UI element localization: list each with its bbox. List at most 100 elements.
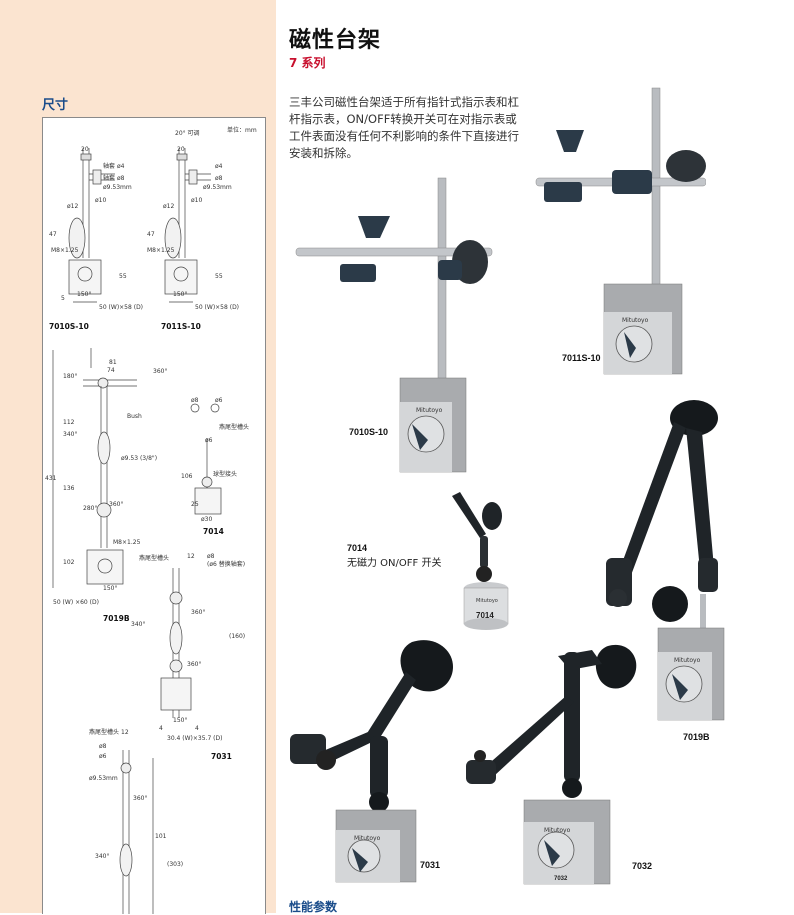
angle-360-e: 360° — [133, 795, 147, 802]
angle-150-a: 150° — [77, 291, 91, 298]
label-7014: 7014 — [347, 543, 368, 553]
badge-7032: 7032 — [554, 876, 568, 882]
ball-joint-label: 球型接头 — [213, 470, 237, 478]
photo-7010s: Mitutoyo — [295, 177, 493, 473]
m8-label-b: M8×1.25 — [147, 247, 175, 254]
dovetail-label-c: 燕尾型槽头 — [89, 728, 119, 736]
brand-label-7010s: Mitutoyo — [416, 407, 443, 414]
dia953-label-g: ø9.53mm — [89, 775, 118, 782]
base-size-d: 30.4 (W)×35.7 (D) — [167, 735, 222, 742]
angle-360-a: 360° — [153, 368, 167, 375]
label-7011s: 7011S-10 — [562, 353, 601, 363]
note-7014: 无磁力 ON/OFF 开关 — [347, 558, 442, 569]
dia8-label-f: ø8 — [207, 553, 215, 560]
drawing-7010s — [68, 148, 115, 303]
drawing-7032 — [119, 750, 154, 914]
model-7010s: 7010S-10 — [49, 322, 89, 331]
dim-55-a: 55 — [119, 273, 127, 280]
drawing-7014 — [190, 403, 222, 515]
angle-150-b: 150° — [173, 291, 187, 298]
drawing-7031 — [160, 568, 192, 718]
dia12-label-a: ø12 — [67, 203, 78, 210]
dim-4-a: 4 — [159, 725, 163, 732]
angle-340-c: 340° — [95, 853, 109, 860]
m8-label-a: M8×1.25 — [51, 247, 79, 254]
dia12-label-b: ø12 — [163, 203, 174, 210]
dovetail-label-a: 燕尾型槽头 — [219, 423, 249, 431]
label-7031: 7031 — [420, 860, 441, 870]
m8-label-c: M8×1.25 — [113, 539, 141, 546]
angle-360-b: 360° — [109, 501, 123, 508]
dim-5-a: 5 — [61, 295, 65, 302]
photo-7011s: Mitutoyo — [535, 87, 706, 375]
photo-7031: Mitutoyo — [290, 640, 453, 883]
brand-label-7011s: Mitutoyo — [622, 317, 649, 324]
dim-47-b: 47 — [147, 231, 155, 238]
angle-280: 280° — [83, 505, 97, 512]
photo-7032: Mitutoyo 7032 — [466, 644, 637, 885]
angle-180: 180° — [63, 373, 77, 380]
performance-heading: 性能参数 — [289, 900, 338, 914]
dim-101: 101 — [155, 833, 167, 840]
dia953-label-a: ø9.53mm — [103, 184, 132, 191]
dia6-label-e: ø6 — [205, 437, 213, 444]
bush-label: Bush — [127, 413, 142, 420]
badge-7014: 7014 — [476, 611, 494, 620]
angle-360-d: 360° — [187, 661, 201, 668]
dia6-label-d: ø6 — [215, 397, 223, 404]
model-7011s: 7011S-10 — [161, 322, 201, 331]
angle-adjust-label: 20° 可调 — [175, 129, 200, 137]
series-label: 7 系列 — [289, 56, 326, 70]
dia6-label-g: ø6 — [99, 753, 107, 760]
dim-20-a: 20 — [81, 146, 89, 153]
dim-81: 81 — [109, 359, 117, 366]
dia953b-label: ø9.53 (3/8") — [121, 455, 157, 462]
brand-label-7019b: Mitutoyo — [674, 657, 701, 664]
dia30-label: ø30 — [201, 516, 212, 523]
angle-340-b: 340° — [131, 621, 145, 628]
dim-106: 106 — [181, 473, 193, 480]
drawing-7019b — [52, 348, 137, 588]
angle-360-c: 360° — [191, 609, 205, 616]
base-size-a: 50 (W)×58 (D) — [99, 304, 143, 311]
dia4-label-b: ø4 — [215, 163, 223, 170]
dimension-drawings: 单位：mm 20° 可调 20 轴套 ø4 轴套 ø8 ø9.53mm ø10 … — [42, 117, 266, 914]
dim-303: (303) — [167, 861, 183, 868]
dia4-label-a: ø4 — [117, 163, 125, 170]
dim-136: 136 — [63, 485, 75, 492]
angle-150-d: 150° — [173, 717, 187, 724]
label-7019b: 7019B — [683, 732, 710, 742]
dimension-drawings-svg: 单位：mm 20° 可调 20 轴套 ø4 轴套 ø8 ø9.53mm ø10 … — [45, 126, 257, 914]
dia8-label-g: ø8 — [99, 743, 107, 750]
dia10-label-a: ø10 — [95, 197, 106, 204]
unit-label: 单位：mm — [227, 126, 257, 134]
dim-55-b: 55 — [215, 273, 223, 280]
photo-7014: Mitutoyo 7014 — [452, 492, 509, 630]
base-size-b-top: 50 (W)×58 (D) — [195, 304, 239, 311]
dim-47-a: 47 — [49, 231, 57, 238]
label-7010s: 7010S-10 — [349, 427, 389, 437]
dim-25: 25 — [191, 501, 199, 508]
model-7019b: 7019B — [103, 614, 130, 623]
page-title: 磁性台架 — [289, 28, 382, 53]
dimensions-title: 尺寸 — [42, 98, 69, 113]
dia8-label-b: ø8 — [215, 175, 223, 182]
dim-12-b: 12 — [121, 729, 129, 736]
dim-102: 102 — [63, 559, 75, 566]
angle-150-c: 150° — [103, 585, 117, 592]
dia6-swap-label: (ø6 替换轴套) — [207, 560, 245, 568]
label-7032: 7032 — [632, 861, 653, 871]
dim-160: (160) — [229, 633, 245, 640]
dia953-label-b: ø9.53mm — [203, 184, 232, 191]
axle-label-a2: 轴套 — [103, 174, 115, 182]
photo-7019b: Mitutoyo — [606, 400, 725, 721]
product-description: 三丰公司磁性台架适于所有指针式指示表和杠杆指示表，ON/OFF转换开关可在对指示… — [289, 95, 519, 160]
brand-label-7031: Mitutoyo — [354, 835, 381, 842]
brand-label-7014: Mitutoyo — [476, 598, 498, 604]
dovetail-label-b: 燕尾型槽头 — [139, 554, 169, 562]
dim-431: 431 — [45, 475, 57, 482]
dim-12-a: 12 — [187, 553, 195, 560]
brand-label-7032: Mitutoyo — [544, 827, 571, 834]
base-size-c: 50 (W) ×60 (D) — [53, 599, 99, 606]
dia8-label-a: ø8 — [117, 175, 125, 182]
